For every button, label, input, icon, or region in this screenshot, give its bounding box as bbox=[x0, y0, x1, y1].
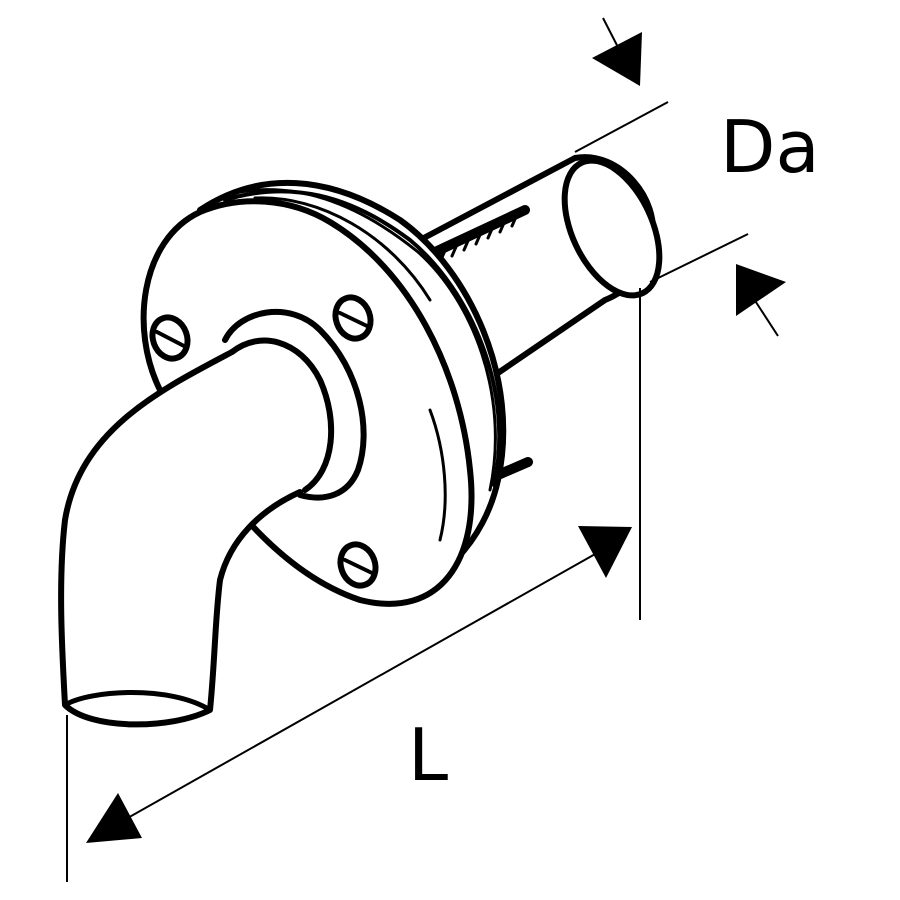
screw-upper-left bbox=[149, 314, 191, 362]
threaded-stud-lower bbox=[493, 457, 533, 480]
label-da: Da bbox=[720, 105, 820, 189]
arrowhead-l-right bbox=[578, 526, 632, 578]
dimension-da bbox=[574, 17, 786, 337]
arrowhead-l-left bbox=[86, 793, 142, 843]
label-l: L bbox=[408, 713, 448, 797]
threaded-stud-upper bbox=[430, 205, 530, 264]
hub-collar bbox=[222, 308, 367, 501]
screw-upper-right bbox=[332, 294, 374, 342]
arrowhead-da-bottom bbox=[736, 264, 786, 316]
elbow-bend bbox=[58, 349, 303, 728]
arrowhead-da-top bbox=[592, 32, 642, 86]
dimension-l bbox=[66, 288, 641, 882]
screw-lower bbox=[337, 541, 379, 589]
